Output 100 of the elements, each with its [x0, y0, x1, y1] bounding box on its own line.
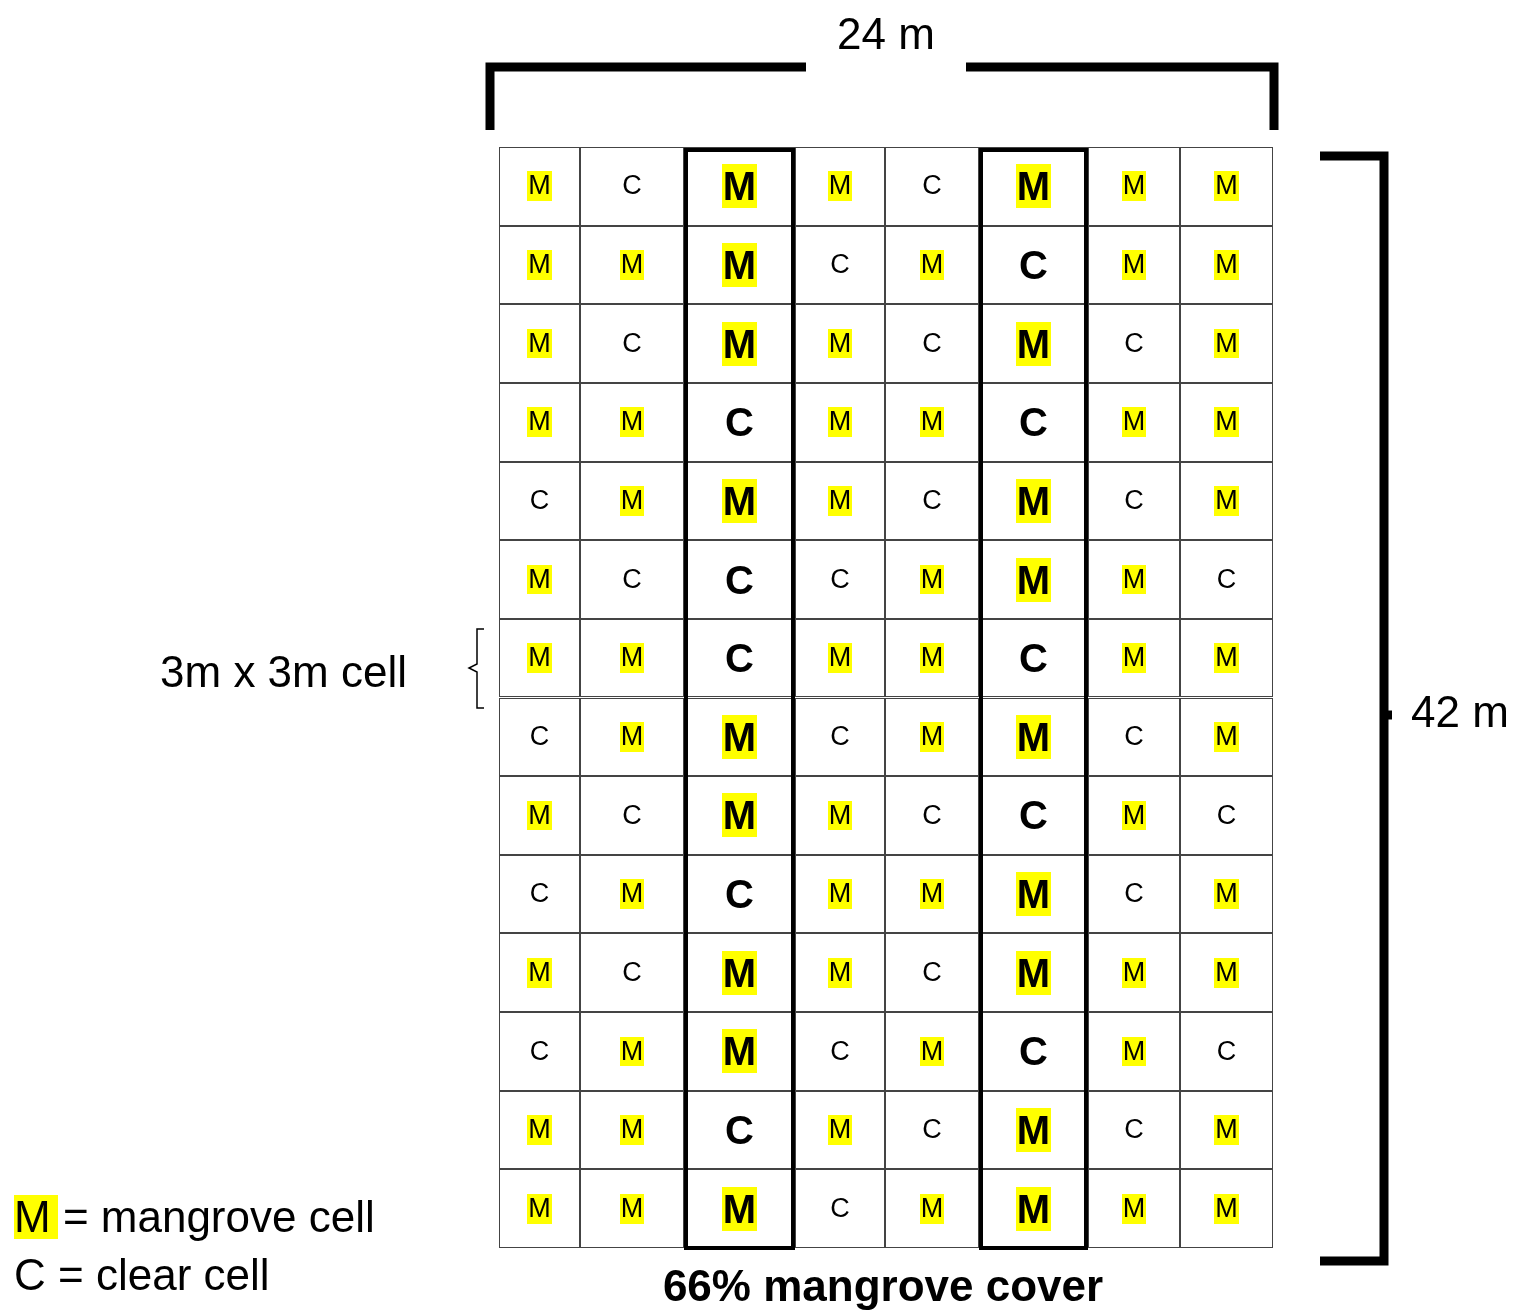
cell-letter: M: [827, 957, 853, 988]
cell-letter: M: [1121, 407, 1147, 438]
cell-letter: M: [721, 242, 758, 287]
cell-letter: M: [827, 1115, 853, 1145]
cell-letter: M: [1015, 164, 1052, 209]
cell-letter: C: [528, 1036, 551, 1067]
cell-letter: C: [829, 250, 851, 280]
cell-letter: M: [919, 407, 945, 438]
cell-letter: C: [621, 800, 643, 831]
cell-letter: M: [1214, 250, 1239, 280]
cell-letter: M: [1015, 321, 1052, 366]
cell-letter: C: [921, 171, 943, 202]
cell-letter: M: [1015, 714, 1052, 759]
cell-letter: M: [619, 486, 645, 516]
cell-letter: C: [829, 721, 851, 752]
cell-letter: M: [1015, 557, 1052, 602]
cell-letter: M: [1121, 171, 1147, 202]
cell-letter: M: [827, 643, 853, 673]
cell-letter: C: [621, 564, 643, 595]
cell-letter: C: [724, 557, 755, 602]
cell-letter: M: [919, 721, 945, 752]
cell-letter: M: [1121, 1193, 1147, 1224]
cell-letter: C: [528, 486, 551, 516]
cell-letter: M: [1214, 879, 1239, 909]
cell-letter: C: [1018, 242, 1049, 287]
cell-letter: C: [1123, 328, 1145, 359]
cell-letter: C: [528, 879, 551, 909]
cell-letter: M: [721, 793, 758, 838]
cell-letter: M: [919, 1036, 945, 1067]
cell-letter: C: [921, 800, 943, 831]
cell-letter: M: [1121, 957, 1147, 988]
cell-letter: M: [1015, 1108, 1052, 1152]
cell-letter: M: [527, 564, 552, 595]
cell-letter: M: [619, 250, 645, 280]
cell-letter: M: [721, 1029, 758, 1074]
legend-entry: M = mangrove cell: [14, 1195, 375, 1239]
dimension-label: 42 m: [1411, 690, 1509, 734]
cell-letter: M: [1214, 957, 1239, 988]
cell-letter: M: [527, 1193, 552, 1224]
cell-letter: C: [621, 957, 643, 988]
caption: 66% mangrove cover: [662, 1264, 1104, 1308]
cell-letter: M: [919, 250, 945, 280]
cell-letter: M: [1121, 564, 1147, 595]
cell-letter: M: [1214, 1193, 1239, 1224]
cell-letter: M: [827, 486, 853, 516]
cell-letter: C: [724, 400, 755, 445]
cell-letter: M: [1214, 721, 1239, 752]
cell-letter: M: [919, 564, 945, 595]
cell-letter: M: [919, 1193, 945, 1224]
cell-letter: M: [721, 714, 758, 759]
cell-letter: M: [1121, 1036, 1147, 1067]
cell-letter: C: [829, 1193, 851, 1224]
cell-letter: M: [527, 800, 552, 831]
cell-letter: C: [921, 486, 943, 516]
cell-size-label: 3m x 3m cell: [160, 650, 407, 694]
cell-letter: C: [1215, 1036, 1238, 1067]
cell-letter: M: [1015, 872, 1052, 917]
cell-letter: C: [921, 957, 943, 988]
cell-letter: C: [621, 171, 643, 202]
cell-letter: M: [919, 879, 945, 909]
cell-letter: M: [619, 407, 645, 438]
cell-letter: C: [921, 1115, 943, 1145]
cell-letter: M: [527, 407, 552, 438]
cell-letter: C: [1018, 793, 1049, 838]
cell-letter: C: [1018, 636, 1049, 681]
cell-letter: M: [1214, 407, 1239, 438]
cell-letter: M: [619, 721, 645, 752]
cell-letter: C: [1123, 486, 1145, 516]
cell-letter: C: [921, 328, 943, 359]
cell-letter: M: [1015, 478, 1052, 523]
cell-letter: M: [527, 171, 552, 202]
legend-entry: C = clear cell: [14, 1253, 270, 1297]
cell-letter: M: [827, 800, 853, 831]
cell-letter: C: [621, 328, 643, 359]
cell-letter: M: [619, 1193, 645, 1224]
cell-letter: M: [827, 879, 853, 909]
cell-letter: C: [1018, 400, 1049, 445]
cell-letter: M: [827, 407, 853, 438]
cell-letter: M: [619, 1036, 645, 1067]
cell-letter: M: [527, 957, 552, 988]
cell-letter: M: [721, 1186, 758, 1231]
dimension-label: 24 m: [837, 12, 935, 56]
cell-letter: M: [1015, 1186, 1052, 1231]
cell-letter: C: [829, 1036, 851, 1067]
cell-letter: M: [721, 164, 758, 209]
cell-letter: M: [1015, 950, 1052, 995]
cell-letter: C: [1018, 1029, 1049, 1074]
cell-letter: M: [527, 250, 552, 280]
cell-letter: C: [724, 636, 755, 681]
cell-letter: C: [724, 872, 755, 917]
cell-letter: C: [1215, 564, 1238, 595]
cell-letter: M: [1214, 1115, 1239, 1145]
cell-letter: C: [1123, 879, 1145, 909]
cell-letter: M: [1121, 250, 1147, 280]
cell-letter: M: [721, 950, 758, 995]
cell-letter: M: [919, 643, 945, 673]
cell-letter: M: [1214, 171, 1239, 202]
cell-letter: M: [1121, 643, 1147, 673]
cell-letter: C: [1123, 1115, 1145, 1145]
cell-letter: C: [1215, 800, 1238, 831]
